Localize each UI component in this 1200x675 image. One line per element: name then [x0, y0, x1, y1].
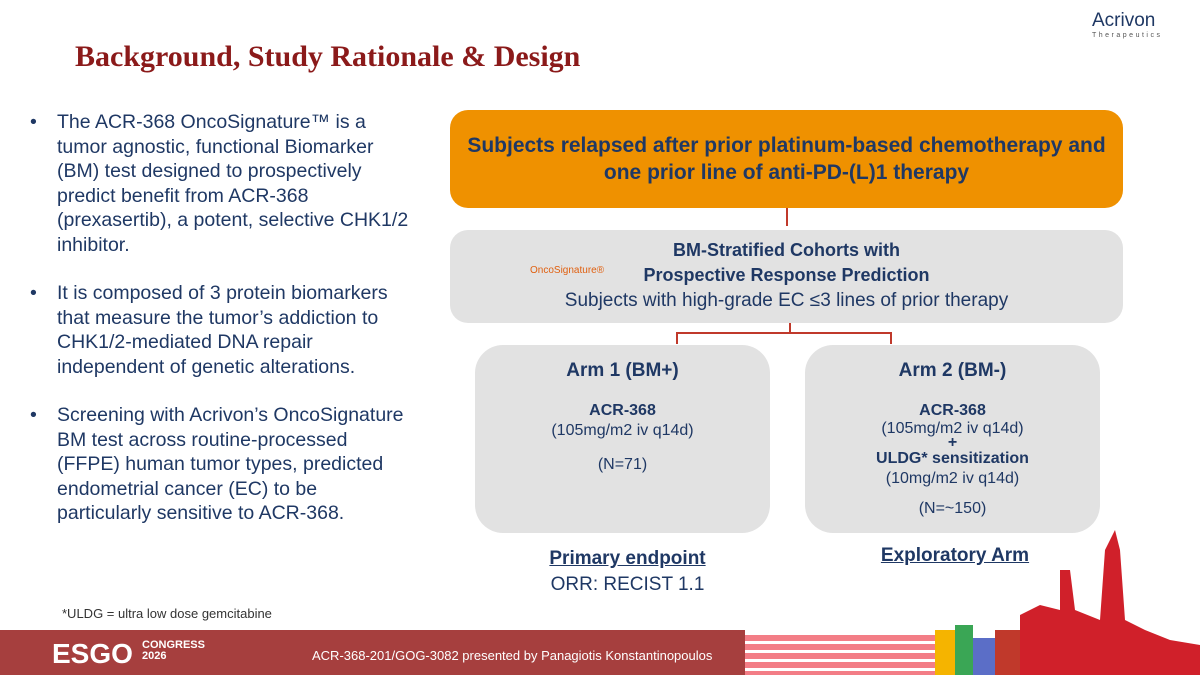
- connector: [676, 332, 892, 334]
- congress-label: CONGRESS 2026: [142, 640, 205, 662]
- arrow: [676, 332, 678, 344]
- decorative-stripes: [745, 635, 945, 675]
- ep-title: Primary endpoint: [549, 548, 706, 569]
- arm2-sens-dose: (10mg/m2 iv q14d): [885, 470, 1020, 487]
- arm1-drug: ACR-368: [589, 402, 656, 419]
- arm1-title: Arm 1 (BM+): [566, 360, 679, 381]
- footer-bar: [0, 630, 745, 675]
- arm2-dose: (105mg/m2 iv q14d): [881, 420, 1024, 437]
- acrivon-logo: Acrivon Therapeutics: [1092, 10, 1162, 39]
- arrow: [786, 208, 788, 226]
- arm1-n: (N=71): [597, 456, 648, 473]
- arrow: [890, 332, 892, 344]
- ep-value: ORR: RECIST 1.1: [550, 574, 705, 595]
- slide-title: Background, Study Rationale & Design: [75, 40, 581, 73]
- arm2-plus: +: [947, 434, 958, 451]
- logo-name: Acrivon: [1092, 10, 1156, 31]
- arm1-box: Arm 1 (BM+) ACR-368 (105mg/m2 iv q14d) (…: [475, 345, 770, 533]
- oncosignature-logo: OncoSignature®: [530, 265, 605, 276]
- primary-endpoint: Primary endpoint ORR: RECIST 1.1: [525, 548, 730, 596]
- logo-sub: Therapeutics: [1092, 32, 1163, 39]
- year: 2026: [142, 650, 167, 662]
- eligibility-box: Subjects relapsed after prior platinum-b…: [450, 110, 1123, 208]
- arm2-title: Arm 2 (BM-): [898, 360, 1007, 381]
- esgo-logo: ESGO: [52, 638, 133, 669]
- bullet: It is composed of 3 protein biomarkers t…: [30, 281, 410, 379]
- arm2-drug: ACR-368: [919, 402, 986, 419]
- footnote: *ULDG = ultra low dose gemcitabine: [62, 606, 272, 621]
- presenter: ACR-368-201/GOG-3082 presented by Panagi…: [312, 648, 713, 663]
- cohort-line3: Subjects with high-grade EC ≤3 lines of …: [564, 290, 1009, 311]
- congress: CONGRESS: [142, 639, 205, 651]
- ep-title: Exploratory Arm: [880, 545, 1030, 566]
- connector: [789, 323, 791, 333]
- bullet: Screening with Acrivon’s OncoSignature B…: [30, 403, 410, 526]
- cohort-line1: BM-Stratified Cohorts with: [673, 240, 900, 260]
- city-skyline-graphic: [935, 530, 1200, 675]
- arm2-sensitization: ULDG* sensitization: [876, 450, 1029, 467]
- cohort-line2: Prospective Response Prediction: [643, 265, 930, 285]
- exploratory-arm: Exploratory Arm: [855, 545, 1055, 567]
- cohort-box: OncoSignature® BM-Stratified Cohorts wit…: [450, 230, 1123, 323]
- arm2-box: Arm 2 (BM-) ACR-368 (105mg/m2 iv q14d) +…: [805, 345, 1100, 533]
- bullet-list: The ACR-368 OncoSignature™ is a tumor ag…: [30, 110, 410, 550]
- arm2-n: (N=~150): [918, 500, 987, 517]
- bullet: The ACR-368 OncoSignature™ is a tumor ag…: [30, 110, 410, 257]
- arm1-dose: (105mg/m2 iv q14d): [551, 422, 694, 439]
